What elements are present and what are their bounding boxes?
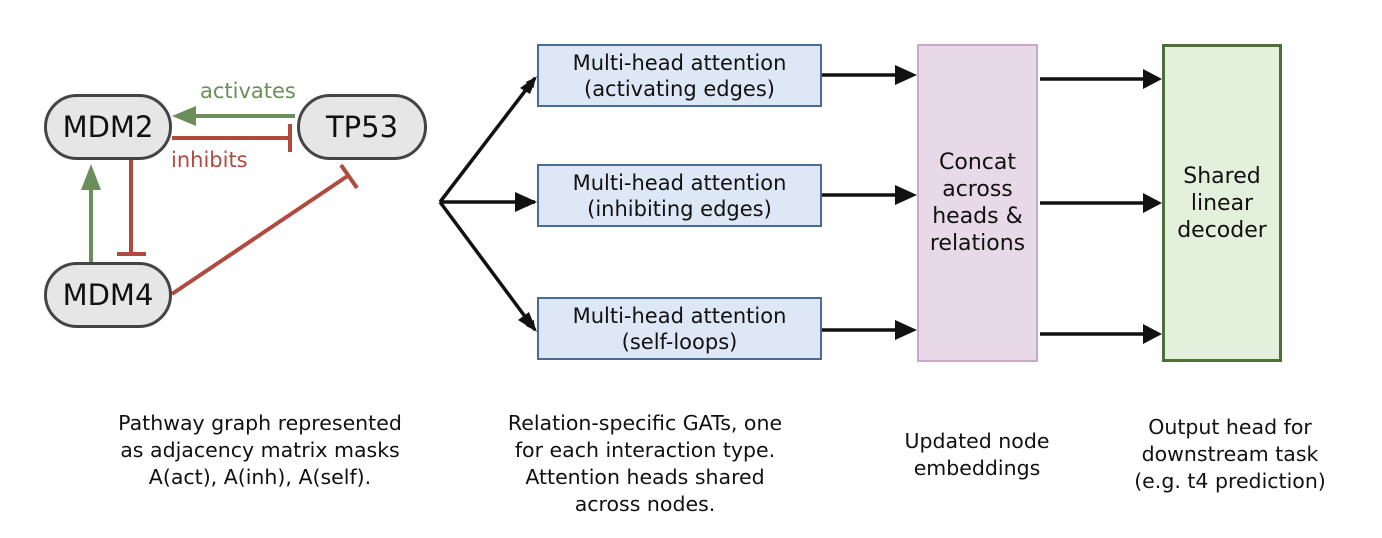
- block-line: Multi-head attention: [572, 170, 787, 195]
- arrowhead-concat-decoder-1: [1143, 69, 1162, 89]
- caption-graph: Pathway graph represented as adjacency m…: [80, 410, 440, 491]
- arrowhead-att3-concat: [895, 320, 917, 340]
- attention-block-activating: Multi-head attention (activating edges): [537, 44, 822, 107]
- fan-arrowhead-activating: [520, 76, 537, 94]
- fan-arrowhead-selfloops: [518, 312, 537, 332]
- block-line: across: [942, 177, 1013, 202]
- caption-line: embeddings: [913, 456, 1041, 480]
- attention-block-inhibiting: Multi-head attention (inhibiting edges): [537, 164, 822, 227]
- caption-line: downstream task: [1141, 442, 1319, 466]
- caption-line: across nodes.: [574, 492, 716, 516]
- node-label: TP53: [325, 110, 399, 144]
- caption-output: Output head for downstream task (e.g. t4…: [1105, 414, 1355, 495]
- caption-line: Relation-specific GATs, one: [507, 411, 783, 435]
- caption-line: A(act), A(inh), A(self).: [148, 465, 372, 489]
- node-label: MDM2: [62, 110, 154, 144]
- block-line: Multi-head attention: [572, 50, 787, 75]
- block-line: heads &: [932, 204, 1023, 229]
- caption-line: Attention heads shared: [525, 465, 765, 489]
- caption-line: Updated node: [904, 429, 1050, 453]
- fan-arrowhead-inhibiting: [515, 192, 537, 212]
- caption-line: as adjacency matrix masks: [120, 438, 400, 462]
- block-line: (self-loops): [621, 329, 738, 354]
- caption-line: (e.g. t4 prediction): [1134, 469, 1326, 493]
- concat-block: Concat across heads & relations: [917, 44, 1038, 362]
- edge-mdm4-inhibits-tp53: [170, 173, 351, 296]
- block-line: Concat: [939, 150, 1016, 175]
- node-tp53: TP53: [297, 94, 427, 160]
- caption-embeddings: Updated node embeddings: [872, 428, 1082, 482]
- node-label: MDM4: [62, 278, 154, 312]
- block-line: Shared: [1183, 163, 1261, 189]
- node-mdm2: MDM2: [44, 94, 172, 160]
- decoder-block: Shared linear decoder: [1162, 44, 1282, 362]
- arrowhead-att2-concat: [895, 185, 917, 205]
- caption-line: Output head for: [1148, 415, 1312, 439]
- arrowhead-concat-decoder-3: [1143, 324, 1162, 344]
- node-mdm4: MDM4: [44, 262, 172, 328]
- caption-line: Pathway graph represented: [118, 411, 402, 435]
- block-line: Multi-head attention: [572, 303, 787, 328]
- attention-block-selfloops: Multi-head attention (self-loops): [537, 297, 822, 360]
- block-line: (inhibiting edges): [587, 196, 772, 221]
- block-line: linear: [1190, 190, 1254, 216]
- edge-label-inhibits: inhibits: [171, 148, 248, 172]
- caption-gats: Relation-specific GATs, one for each int…: [470, 410, 820, 518]
- fan-arrow-activating: [438, 76, 537, 204]
- block-line: (activating edges): [584, 76, 775, 101]
- arrowhead-att1-concat: [895, 65, 917, 85]
- block-line: relations: [929, 231, 1026, 256]
- arrowhead-activates-mdm2: [172, 106, 196, 126]
- edge-label-activates: activates: [200, 79, 296, 103]
- block-line: decoder: [1177, 217, 1267, 243]
- arrowhead-activates-mdm2-vertical: [81, 164, 101, 190]
- arrowhead-concat-decoder-2: [1143, 193, 1162, 213]
- fan-arrow-selfloops: [438, 200, 537, 332]
- tbar-inhibits-tp53-diagonal: [339, 163, 359, 190]
- caption-line: for each interaction type.: [514, 438, 776, 462]
